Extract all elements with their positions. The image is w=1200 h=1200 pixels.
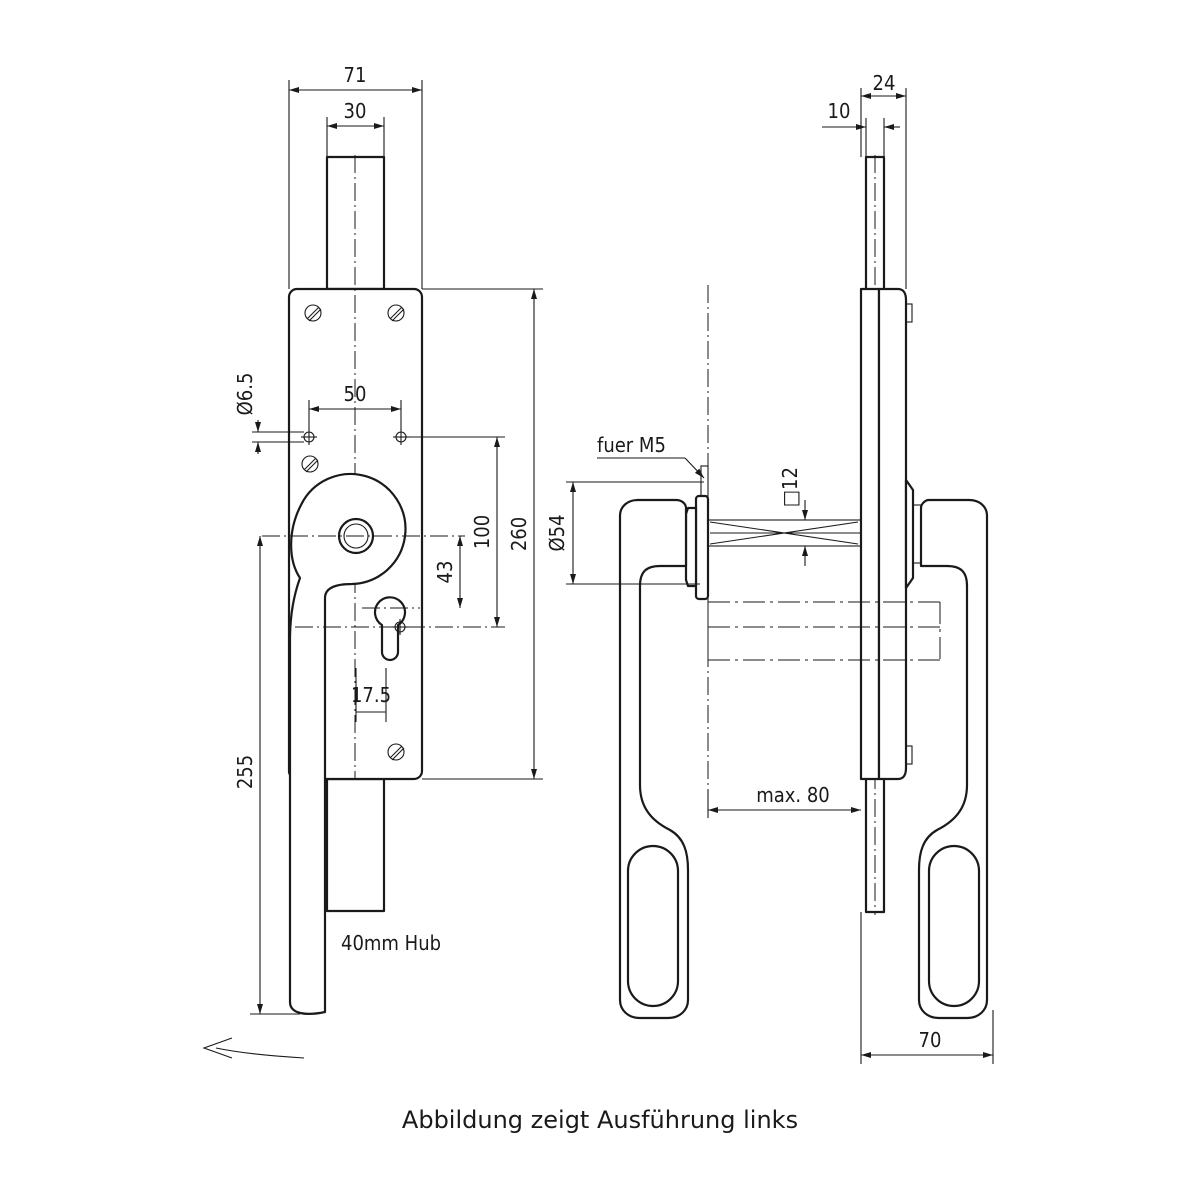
handle-hub-inner <box>337 517 375 555</box>
screw-icon <box>301 455 319 473</box>
key-cylinder <box>373 596 407 662</box>
right-handle <box>917 498 989 1020</box>
dim-70: 70 <box>919 1028 942 1052</box>
side-plate-front <box>859 287 881 781</box>
dim-17-5: 17.5 <box>351 683 391 707</box>
thread-note: fuer M5 <box>597 433 666 457</box>
mounting-hole-icon <box>301 429 317 445</box>
grub-screw-icon <box>700 465 709 497</box>
dim-hole-diameter: Ø6.5 <box>233 373 257 416</box>
stroke-note: 40mm Hub <box>341 931 441 955</box>
dim-rosette-diameter: Ø54 <box>545 514 569 551</box>
rotation-arrow-icon <box>215 1047 305 1059</box>
screw-icon <box>387 743 405 761</box>
dim-max-80: max. 80 <box>756 783 830 807</box>
handle-hub <box>288 472 407 1015</box>
side-plate-back <box>877 287 908 781</box>
dim-24: 24 <box>873 71 896 95</box>
right-handle-grip <box>927 844 981 1008</box>
right-rosette <box>904 478 915 590</box>
screw-icon <box>387 304 405 322</box>
front-view: 71 30 Ø6.5 50 43 100 260 255 <box>202 63 543 1059</box>
rotation-arrowhead <box>202 1037 233 1059</box>
dim-bolt-width: 30 <box>344 99 367 123</box>
dim-10: 10 <box>828 99 851 123</box>
dim-width: 71 <box>344 63 367 87</box>
figure-caption: Abbildung zeigt Ausführung links <box>401 1106 799 1134</box>
bolt-rod-bottom <box>325 777 386 913</box>
side-view: 24 10 fuer M5 Ø54 □12 max. 80 70 <box>545 71 994 1064</box>
dim-square: □12 <box>778 467 802 507</box>
dim-43: 43 <box>433 561 457 584</box>
left-handle <box>618 498 690 1020</box>
dim-260: 260 <box>507 517 531 551</box>
dim-255: 255 <box>233 755 257 789</box>
dim-hole-spacing: 50 <box>344 382 367 406</box>
dim-100: 100 <box>470 515 494 549</box>
left-handle-grip <box>626 844 680 1008</box>
screw-icon <box>304 304 322 322</box>
